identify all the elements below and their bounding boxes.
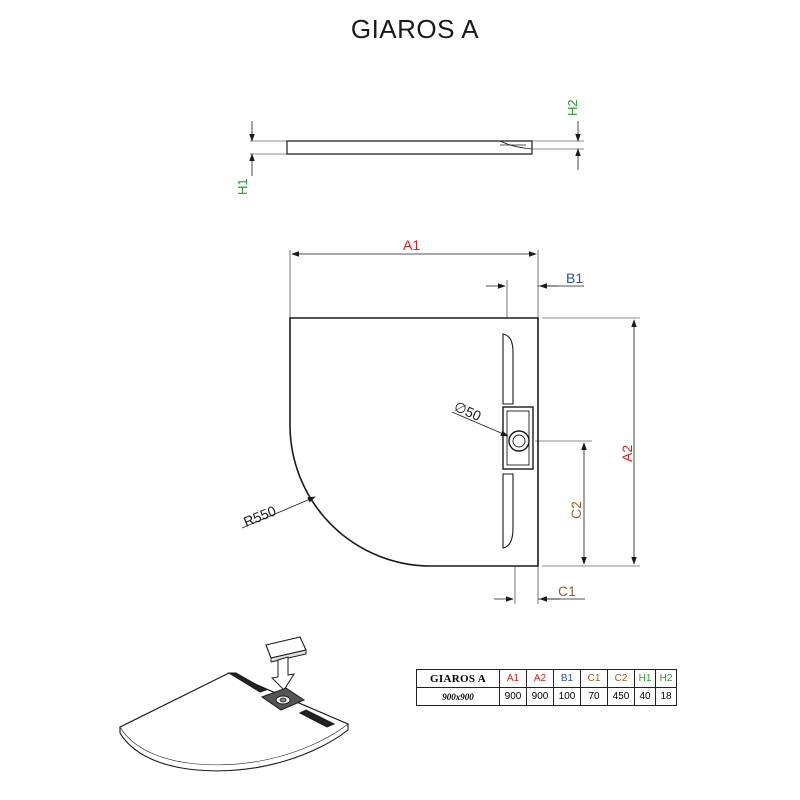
table-value-a1: 900 <box>499 687 527 706</box>
table-header-row: GIAROS A A1 A2 B1 C1 C2 H1 H2 <box>416 669 677 688</box>
label-h1: H1 <box>235 178 250 195</box>
table-value-h2: 18 <box>655 687 677 706</box>
table-value-a2: 900 <box>526 687 554 706</box>
label-c1: C1 <box>558 583 576 599</box>
dimension-table: GIAROS A A1 A2 B1 C1 C2 H1 H2 900x900 90… <box>416 669 677 706</box>
label-b1: B1 <box>566 270 583 286</box>
label-a1: A1 <box>403 237 420 253</box>
table-row: 900x900 900 900 100 70 450 40 18 <box>416 687 677 706</box>
label-h2: H2 <box>565 99 580 116</box>
label-a2: A2 <box>619 445 635 462</box>
table-value-c2: 450 <box>607 687 635 706</box>
table-value-b1: 100 <box>553 687 581 706</box>
table-header-h2: H2 <box>655 669 677 688</box>
drawing-title: GIAROS A <box>350 14 480 44</box>
table-model: GIAROS A <box>416 669 500 688</box>
isometric-view <box>119 636 350 772</box>
table-value-c1: 70 <box>580 687 608 706</box>
plan-view <box>241 250 640 604</box>
table-value-h1: 40 <box>634 687 656 706</box>
table-header-a1: A1 <box>499 669 527 688</box>
label-radius: R550 <box>241 502 278 529</box>
table-header-c2: C2 <box>607 669 635 688</box>
label-c2: C2 <box>568 501 584 519</box>
table-header-b1: B1 <box>553 669 581 688</box>
table-header-a2: A2 <box>526 669 554 688</box>
table-header-h1: H1 <box>634 669 656 688</box>
table-size: 900x900 <box>416 687 500 706</box>
side-profile <box>249 121 584 176</box>
table-header-c1: C1 <box>580 669 608 688</box>
